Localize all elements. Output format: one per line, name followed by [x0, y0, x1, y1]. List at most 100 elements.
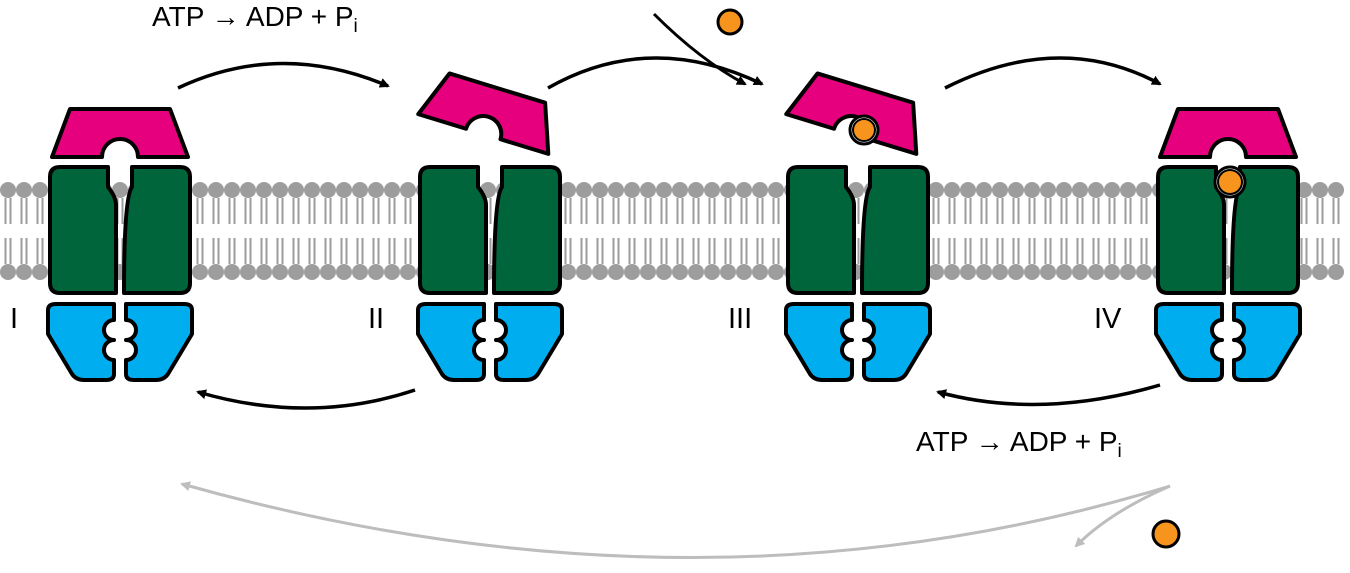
lipid-head	[704, 182, 720, 198]
lipid-head	[336, 182, 352, 198]
reaction-bottom-products: ADP + P	[1009, 426, 1118, 457]
membrane-domain-left	[1156, 165, 1226, 295]
lipid-head	[640, 264, 656, 280]
lipid-head	[1008, 182, 1024, 198]
lipid-head	[352, 182, 368, 198]
lipid-head	[768, 182, 784, 198]
arrow-substrate-release	[1074, 484, 1171, 548]
lipid-head	[256, 182, 272, 198]
state-label-4: IV	[1094, 303, 1122, 335]
nbd-left	[416, 302, 486, 382]
lipid-head	[720, 182, 736, 198]
lipid-head	[592, 264, 608, 280]
lipid-head	[592, 182, 608, 198]
reaction-arrow-glyph: →	[211, 1, 240, 32]
lipid-head	[16, 182, 32, 198]
lipid-head	[192, 182, 208, 198]
lipid-head	[400, 264, 416, 280]
membrane-domain-left	[48, 165, 118, 295]
arrow-III-to-IV	[944, 56, 1162, 90]
transporter-state-4	[1154, 107, 1302, 382]
transporter-state-1	[46, 107, 194, 382]
lipid-head	[240, 182, 256, 198]
substrate-molecule	[852, 118, 876, 142]
lipid-head	[560, 182, 576, 198]
lipid-head	[976, 264, 992, 280]
lipid-head	[320, 182, 336, 198]
arrow-II-to-III	[547, 56, 764, 90]
lipid-head	[1040, 182, 1056, 198]
lipid-head	[672, 264, 688, 280]
lipid-head	[688, 182, 704, 198]
lipid-head	[1136, 182, 1152, 198]
lipid-head	[736, 182, 752, 198]
lipid-head	[944, 264, 960, 280]
membrane-domain-left	[418, 165, 488, 295]
lipid-head	[608, 182, 624, 198]
arrow-IV-to-III	[936, 383, 1161, 407]
lipid-head	[1104, 264, 1120, 280]
lipid-head	[0, 264, 16, 280]
lipid-head	[1024, 182, 1040, 198]
lipid-head	[672, 182, 688, 198]
lipid-head	[336, 264, 352, 280]
lipid-head	[992, 264, 1008, 280]
lipid-head	[1312, 182, 1328, 198]
lipid-head	[1072, 182, 1088, 198]
lid-shape	[50, 107, 190, 159]
lipid-head	[992, 182, 1008, 198]
lipid-head	[1072, 264, 1088, 280]
lipid-head	[1120, 182, 1136, 198]
arrow-II-to-I	[196, 388, 416, 410]
lid-shape	[1158, 107, 1298, 159]
lipid-head	[624, 182, 640, 198]
lipid-head	[288, 182, 304, 198]
lipid-head	[1088, 182, 1104, 198]
reaction-arrow-glyph: →	[975, 426, 1004, 457]
lipid-head	[1008, 264, 1024, 280]
lipid-head	[32, 264, 48, 280]
lipid-head	[1056, 264, 1072, 280]
lipid-head	[656, 264, 672, 280]
lipid-head	[0, 182, 16, 198]
lipid-head	[1104, 182, 1120, 198]
lipid-head	[304, 264, 320, 280]
nbd-right	[124, 302, 194, 382]
reaction-top-subscript: i	[353, 16, 358, 37]
lipid-head	[576, 264, 592, 280]
reaction-label-top: ATP → ADP + Pi	[152, 1, 358, 37]
lipid-head	[576, 182, 592, 198]
nbd-left	[1154, 302, 1224, 382]
lipid-head	[560, 264, 576, 280]
lipid-head	[208, 264, 224, 280]
nbd-left	[784, 302, 854, 382]
lipid-head	[112, 182, 128, 198]
lipid-head	[384, 182, 400, 198]
lipid-head	[256, 264, 272, 280]
substrate-free-bottom	[1151, 519, 1181, 549]
arrow-substrate-entry	[652, 12, 747, 86]
state-label-2: II	[368, 303, 385, 335]
transporter-state-2	[416, 71, 564, 382]
lipid-head	[736, 264, 752, 280]
lipid-head	[192, 264, 208, 280]
reaction-label-bottom: ATP → ADP + Pi	[916, 426, 1122, 462]
lipid-head	[1040, 264, 1056, 280]
lipid-head	[16, 264, 32, 280]
lipid-head	[320, 264, 336, 280]
membrane-domain-right	[1230, 165, 1300, 295]
lipid-head	[1024, 264, 1040, 280]
lipid-head	[272, 182, 288, 198]
lipid-head	[928, 264, 944, 280]
lipid-head	[752, 182, 768, 198]
state-label-3: III	[728, 303, 753, 335]
lipid-head	[960, 264, 976, 280]
transporter-state-3	[784, 71, 932, 382]
membrane-domain-right	[122, 165, 192, 295]
membrane-domain-right	[492, 165, 562, 295]
lid-domain	[1158, 107, 1298, 159]
lipid-head	[208, 182, 224, 198]
lipid-head	[1056, 182, 1072, 198]
reaction-top-products: ADP + P	[245, 1, 354, 32]
